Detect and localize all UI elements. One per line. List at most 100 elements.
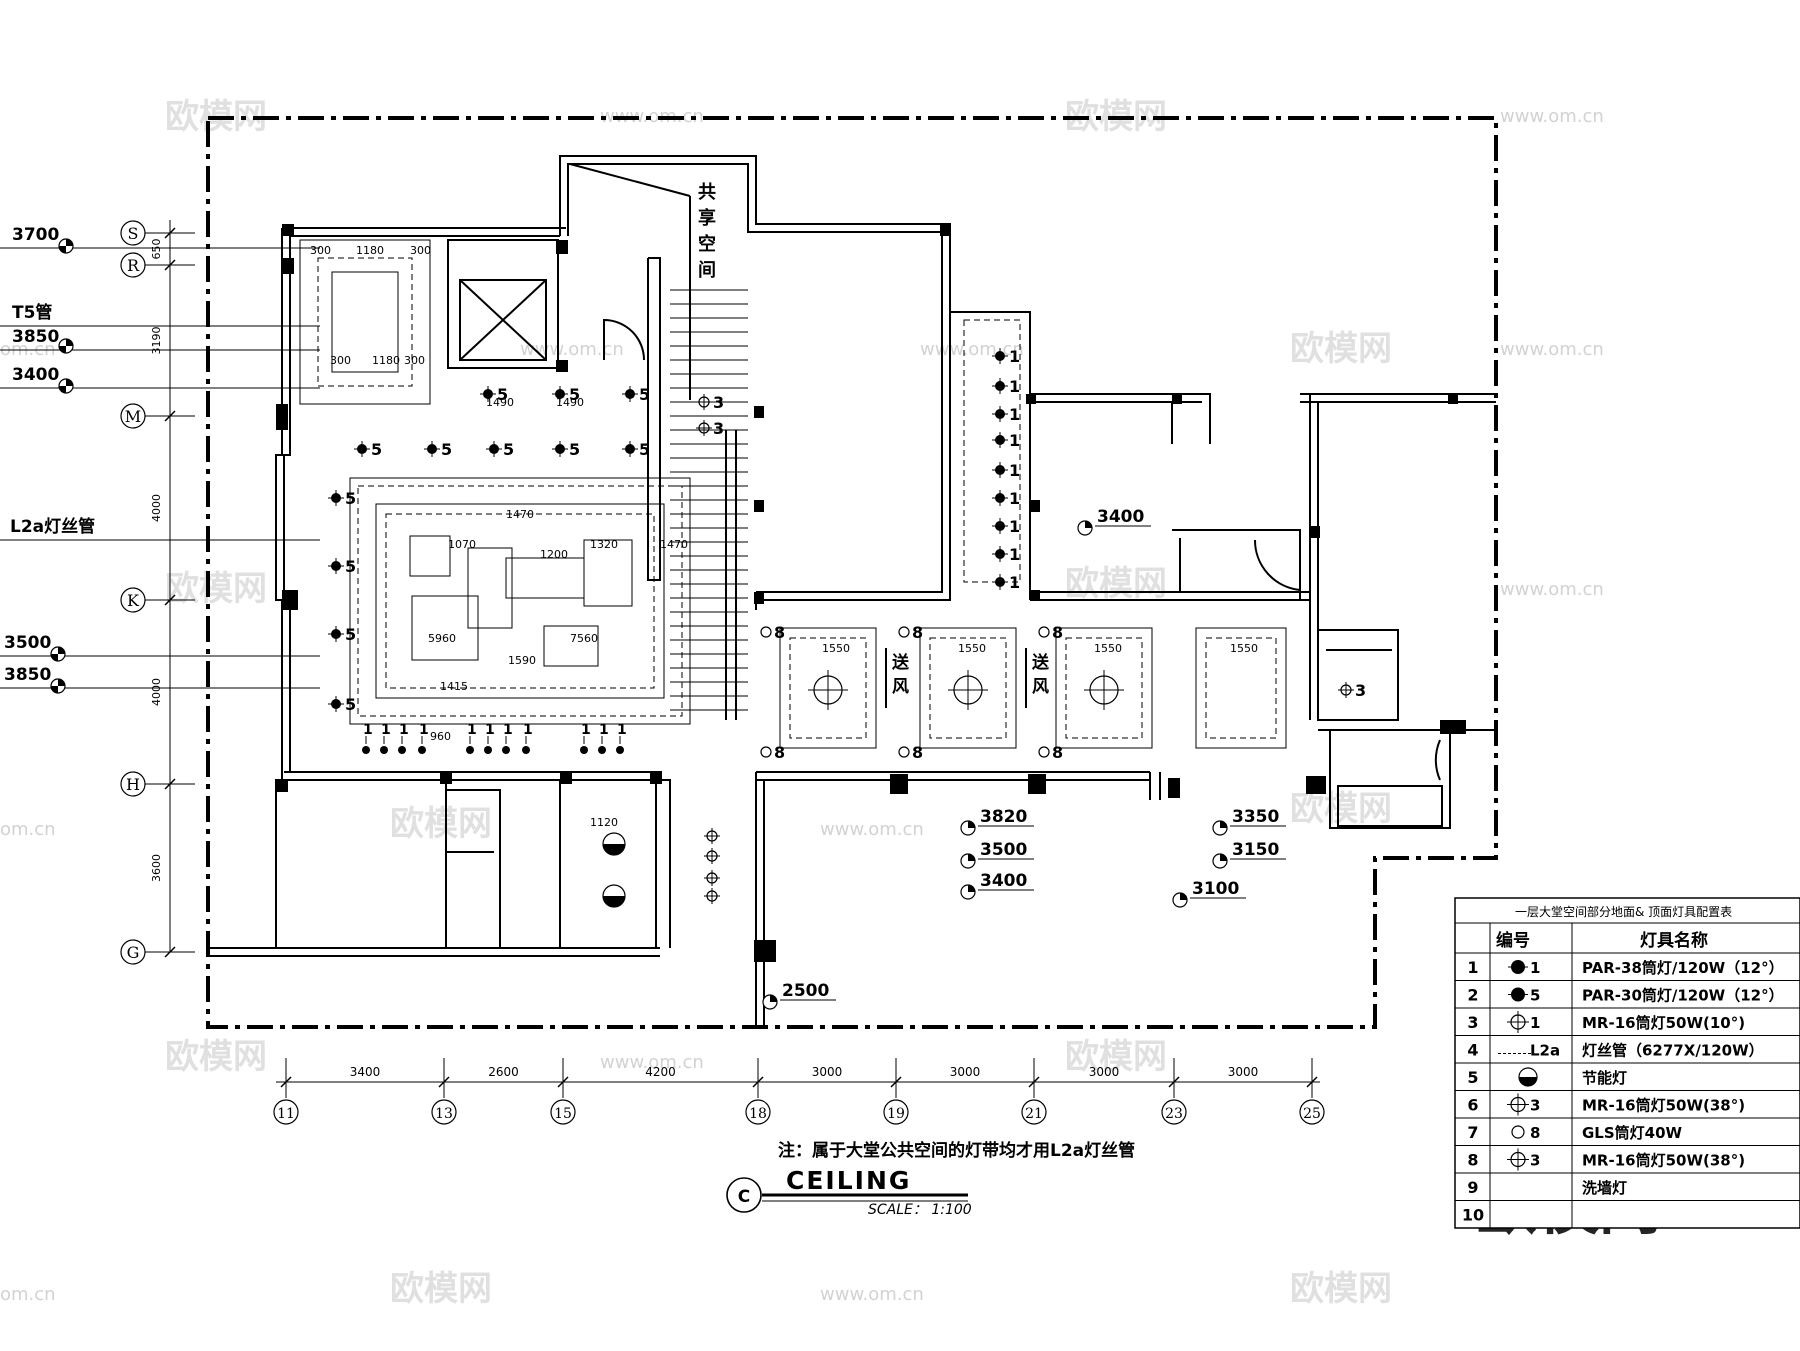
legend-gls-icon [1511,1125,1525,1139]
fixture-tag: 1 [503,722,513,738]
col-axis-bubble [1161,1099,1187,1125]
fixture-tag: 5 [441,440,452,459]
structural-columns [276,224,1466,962]
left-label: 3400 [12,365,59,385]
row-dim-tick [164,410,176,422]
fixture-tag: 5 [639,440,650,459]
row-dim-text: 650 [150,239,163,260]
col-axis-label: 18 [749,1106,767,1122]
col-dim-text: 3000 [1089,1065,1120,1079]
room-dimension-text: 1470 [660,538,688,551]
col-dim-text: 2600 [488,1065,519,1079]
legend-row-tag: 3 [1530,1152,1540,1170]
elevation-value: 3100 [1192,879,1239,899]
legend-row-tag: 5 [1530,987,1540,1005]
shared-space-char: 共 [698,182,716,203]
room-dimension-text: 1490 [556,396,584,409]
col-dim-tick [557,1076,569,1088]
col-axis-bubble [1299,1099,1325,1125]
legend-row-name: 洗墙灯 [1582,1179,1627,1197]
watermark-url: www.om.cn [600,1052,704,1073]
fixture-tag: 5 [569,440,580,459]
shared-space-char: 空 [698,233,716,255]
room-dimension-text: 300 [310,244,331,257]
wall-washer-icon [598,746,606,754]
row-axis-label: R [127,256,140,275]
wall-washer-icon [484,746,492,754]
room-dimension-text: 1550 [1230,642,1258,655]
room-dimension-text: 1415 [440,680,468,693]
fixture-tag: 1 [599,722,609,738]
col-dim-tick [280,1076,292,1088]
col-dim-tick [752,1076,764,1088]
fixture-tag: 5 [639,385,650,404]
left-label: 3700 [12,225,59,245]
legend-row-no: 9 [1467,1178,1478,1197]
elevation-symbol-fill [51,679,65,693]
row-dim-text: 4000 [150,678,163,706]
col-dim-tick [890,1076,902,1088]
watermark-text: 欧模网 [1065,564,1167,604]
watermark-short: om.cn [0,819,56,840]
elevation-symbol-fill [59,379,73,393]
legend-row-name: PAR-30筒灯/120W（12°） [1582,987,1784,1005]
elevation-symbol-fill [770,995,777,1002]
legend-row-tag: 1 [1530,1014,1540,1032]
watermark-url: www.om.cn [1500,339,1604,360]
row-dim-text: 3190 [150,327,163,355]
fixture-tag: 5 [569,385,580,404]
supply-air-char: 送 [892,652,910,673]
legend-row-name: MR-16筒灯50W(38°) [1582,1152,1745,1170]
fixture-tag: 1 [467,722,477,738]
row-axis-label: K [127,591,140,610]
title-block: 注：属于大堂公共空间的灯带均才用L2a灯丝管 C CEILING SCALE： … [726,1140,1135,1218]
gls-light-icon [898,626,910,638]
elevation-symbol-fill [1220,821,1227,828]
room-dimension-text: 1070 [448,538,476,551]
watermark-text: 欧模网 [1290,329,1392,369]
wall-washer-icon [398,746,406,754]
fixture-tag: 1 [1009,573,1020,592]
fixture-tag: 8 [774,623,785,642]
watermark-text: 欧模网 [165,1037,267,1077]
legend-row-name: MR-16筒灯50W(10°) [1582,1014,1745,1032]
shared-space-label: 共享空间 [698,182,716,281]
fixture-tag: 3 [1355,681,1366,700]
gls-light-icon [760,746,772,758]
row-dim-tick [164,946,176,958]
wall-washer-icon [362,746,370,754]
room-dimension-text: 1180 [372,354,400,367]
col-axis-bubble [1021,1099,1047,1125]
legend-row-tag: 8 [1530,1124,1540,1142]
room-dimension-text: 1590 [508,654,536,667]
legend-row-name: GLS筒灯40W [1582,1124,1683,1142]
fixture-tag: 1 [581,722,591,738]
fixture-tag: 1 [523,722,533,738]
wall-washer-icon [502,746,510,754]
shared-space-char: 享 [698,207,716,229]
legend-row-no: 3 [1467,1013,1478,1032]
fixture-tag: 1 [1009,461,1020,480]
section-bubble [726,1177,762,1213]
watermark-text: 欧模网 [1065,1037,1167,1077]
supply-air-char: 风 [892,677,909,697]
col-axis-label: 13 [435,1106,453,1122]
fixture-tag: 1 [419,722,429,738]
col-axis-bubble [431,1099,457,1125]
legend-row-no: 2 [1467,986,1478,1005]
col-dim-tick [1168,1076,1180,1088]
fixture-tag: 1 [1009,431,1020,450]
fixture-tag: 5 [345,695,356,714]
fixture-tag: 1 [617,722,627,738]
watermark-text: 欧模网 [165,569,267,609]
watermark-url: www.om.cn [1500,579,1604,600]
col-axis-label: 21 [1025,1106,1043,1122]
watermark-layer: 欧模网欧模网欧模网欧模网欧模网欧模网欧模网欧模网欧模网欧模网欧模网www.om.… [0,97,1661,1309]
room-dimension-text: 1470 [506,508,534,521]
room-dimension-text: 300 [330,354,351,367]
col-dim-text: 3000 [1228,1065,1259,1079]
